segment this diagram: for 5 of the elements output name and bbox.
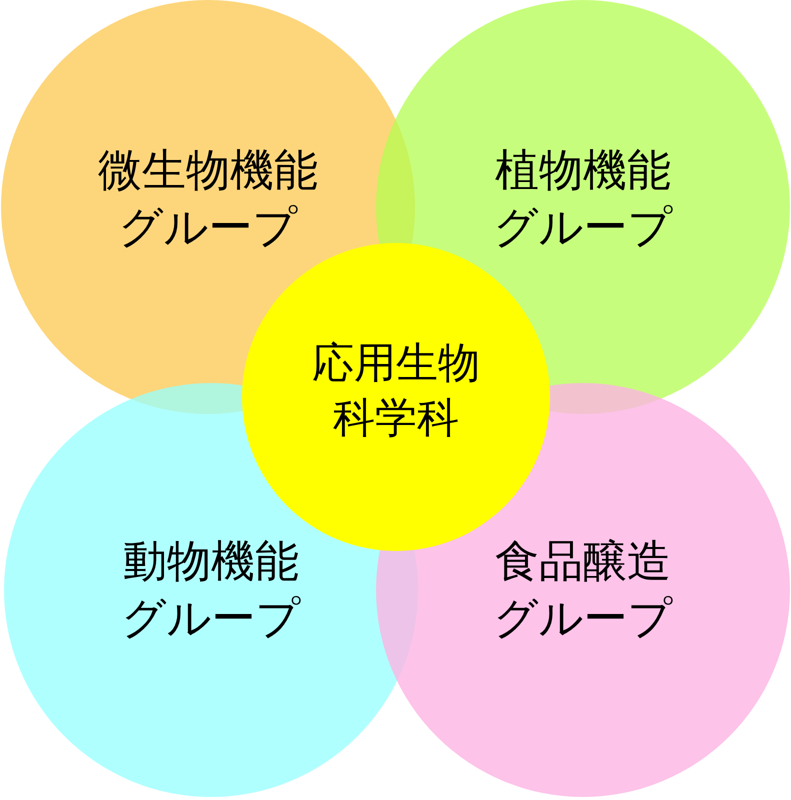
- circle-label: 食品醸造グループ: [492, 534, 674, 646]
- circle-label: 応用生物科学科: [311, 337, 481, 444]
- circle-label: 植物機能グループ: [492, 144, 674, 255]
- circle-label: 微生物機能グループ: [96, 144, 319, 255]
- circle-label: 動物機能グループ: [120, 534, 302, 646]
